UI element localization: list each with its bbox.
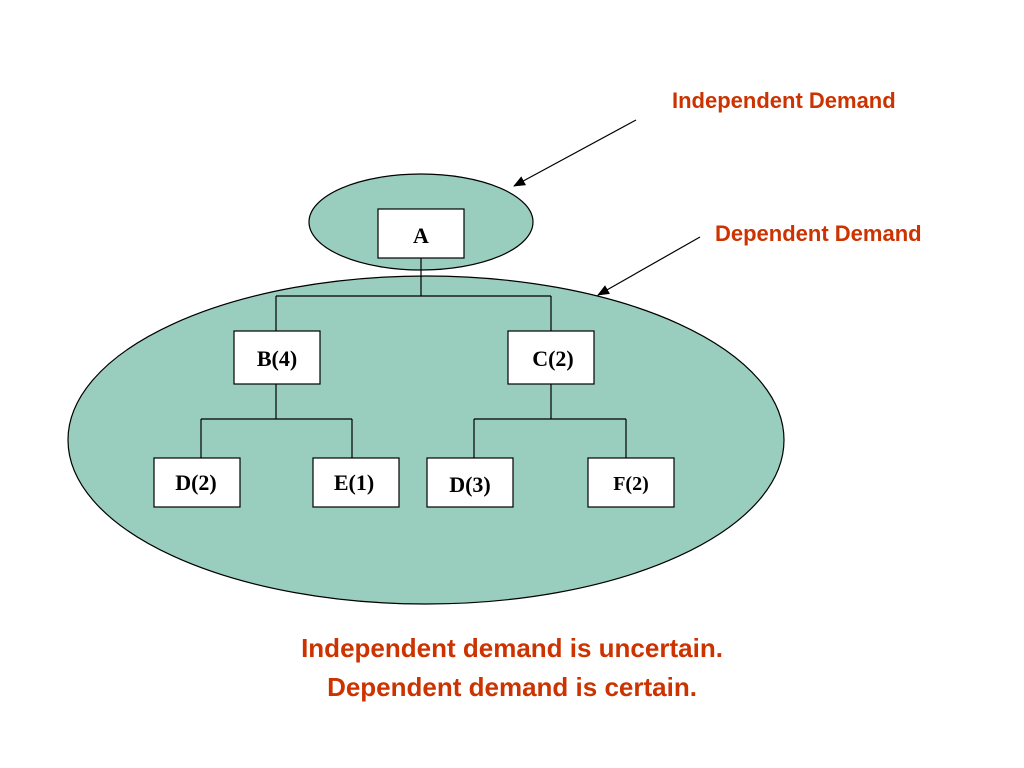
node-c-label: C(2) — [532, 346, 574, 371]
node-d-right: D(3) — [426, 457, 514, 508]
footer-line-2: Dependent demand is certain. — [327, 672, 697, 702]
node-c: C(2) — [507, 330, 595, 385]
dependent-demand-ellipse — [67, 275, 785, 605]
node-d-left-label: D(2) — [175, 470, 217, 495]
node-d-right-label: D(3) — [449, 472, 491, 497]
node-d-left: D(2) — [153, 457, 241, 508]
tree-connectors — [200, 258, 627, 458]
node-b: B(4) — [233, 330, 321, 385]
node-a: A — [377, 208, 465, 259]
footer-line-1: Independent demand is uncertain. — [301, 633, 723, 663]
dependent-demand-label: Dependent Demand — [715, 221, 922, 246]
node-f-label: F(2) — [613, 473, 649, 495]
dependent-demand-arrow — [597, 236, 701, 296]
independent-demand-label: Independent Demand — [672, 88, 896, 113]
node-e-label: E(1) — [334, 470, 374, 495]
node-a-label: A — [413, 223, 429, 248]
node-f: F(2) — [587, 457, 675, 508]
node-b-label: B(4) — [257, 346, 297, 371]
independent-demand-arrow — [513, 119, 637, 187]
node-e: E(1) — [312, 457, 400, 508]
